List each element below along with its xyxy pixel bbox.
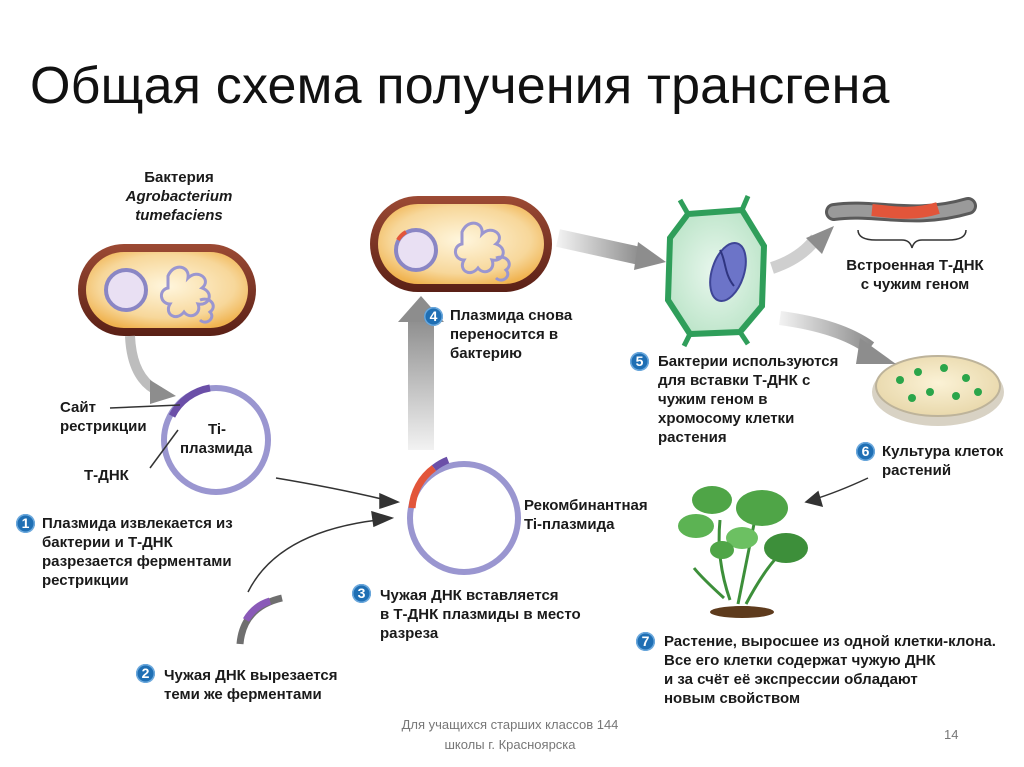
- step-2-badge: 2: [136, 664, 155, 683]
- step-6-text: Культура клеток растений: [882, 442, 1003, 480]
- ti-plasmid-line1: Ti-: [208, 421, 227, 438]
- recombinant-line2: Ti-плазмида: [524, 516, 615, 533]
- step-7-badge: 7: [636, 632, 655, 651]
- page-number: 14: [944, 727, 959, 742]
- step-4-text: Плазмида снова переносится в бактерию: [450, 306, 572, 363]
- recombinant-label: Рекомбинантная Ti-плазмида: [524, 496, 648, 534]
- step-2-line: Чужая ДНК вырезается: [164, 667, 338, 684]
- chromosome-strip: [825, 197, 977, 249]
- restriction-site-line1: Сайт: [60, 399, 96, 416]
- step-5-line: хромосому клетки: [658, 410, 795, 427]
- step-6-badge: 6: [856, 442, 875, 461]
- ti-plasmid-line2: плазмида: [180, 440, 253, 457]
- footer-line2: школы г. Красноярска: [444, 737, 576, 752]
- step-6-line: Культура клеток: [882, 443, 1004, 460]
- step-3-badge: 3: [352, 584, 371, 603]
- step-5-badge: 5: [630, 352, 649, 371]
- step-7-line: Растение, выросшее из одной клетки-клона…: [664, 633, 996, 650]
- step-4-line: Плазмида снова: [450, 307, 573, 324]
- plant-cell: [664, 195, 768, 348]
- bacterium-label-line3: tumefaciens: [135, 207, 223, 224]
- step-6-line: растений: [882, 462, 952, 479]
- step-4-line: бактерию: [450, 345, 522, 362]
- foreign-dna-fragment: [236, 594, 283, 645]
- step-7-line: Все его клетки содержат чужую ДНК: [664, 652, 936, 669]
- inserted-tdna-label: Встроенная Т-ДНК с чужим геном: [840, 256, 990, 294]
- step-1-text: Плазмида извлекается из бактерии и Т-ДНК…: [42, 514, 233, 590]
- restriction-site-line2: рестрикции: [60, 418, 147, 435]
- step-3-line: разреза: [380, 625, 439, 642]
- step-1-line: рестрикции: [42, 572, 129, 589]
- step-5-line: для вставки Т-ДНК с: [658, 372, 811, 389]
- bacterium-label-line1: Бактерия: [144, 169, 214, 186]
- bacterium-label: Бактерия Agrobacterium tumefaciens: [124, 168, 234, 225]
- step-3-line: Чужая ДНК вставляется: [380, 587, 559, 604]
- tdna-label: Т-ДНК: [84, 467, 129, 484]
- inserted-tdna-line1: Встроенная Т-ДНК: [846, 257, 984, 274]
- step-7-line: новым свойством: [664, 690, 801, 707]
- step-1-line: бактерии и Т-ДНК: [42, 534, 173, 551]
- step-3-line: в Т-ДНК плазмиды в место: [380, 606, 581, 623]
- step-5-line: Бактерии используются: [658, 353, 839, 370]
- plant: [678, 486, 808, 618]
- step-5-text: Бактерии используются для вставки Т-ДНК …: [658, 352, 838, 447]
- step-4-line: переносится в: [450, 326, 559, 343]
- page-title: Общая схема получения трансгена: [30, 57, 890, 115]
- restriction-site-label: Сайт рестрикции: [60, 398, 147, 436]
- petri-dish: [872, 355, 1004, 426]
- flow-arrows: [125, 226, 896, 450]
- step-5-line: растения: [658, 429, 727, 446]
- step-2-line: теми же ферментами: [164, 686, 322, 703]
- footer-note: Для учащихся старших классов 144 школы г…: [370, 715, 650, 755]
- step-7-line: и за счёт её экспрессии обладают: [664, 671, 918, 688]
- step-4-badge: 4: [424, 307, 443, 326]
- inserted-tdna-line2: с чужим геном: [860, 276, 970, 293]
- thin-arrows: [109, 404, 869, 593]
- ti-plasmid: [161, 384, 271, 495]
- step-1-line: разрезается ферментами: [42, 553, 232, 570]
- bacterium-label-line2: Agrobacterium: [125, 188, 233, 205]
- step-7-text: Растение, выросшее из одной клетки-клона…: [664, 632, 996, 708]
- step-3-text: Чужая ДНК вставляется в Т-ДНК плазмиды в…: [380, 586, 581, 643]
- step-1-badge: 1: [16, 514, 35, 533]
- bacterium-capsule-1: [78, 244, 256, 336]
- recombinant-plasmid: [407, 456, 521, 575]
- step-2-text: Чужая ДНК вырезается теми же ферментами: [164, 666, 338, 704]
- recombinant-line1: Рекомбинантная: [524, 497, 648, 514]
- step-5-line: чужим геном в: [658, 391, 768, 408]
- ti-plasmid-label: Ti- плазмида: [180, 420, 252, 458]
- step-1-line: Плазмида извлекается из: [42, 515, 233, 532]
- footer-line1: Для учащихся старших классов 144: [401, 717, 619, 732]
- bacterium-capsule-2: [370, 196, 552, 292]
